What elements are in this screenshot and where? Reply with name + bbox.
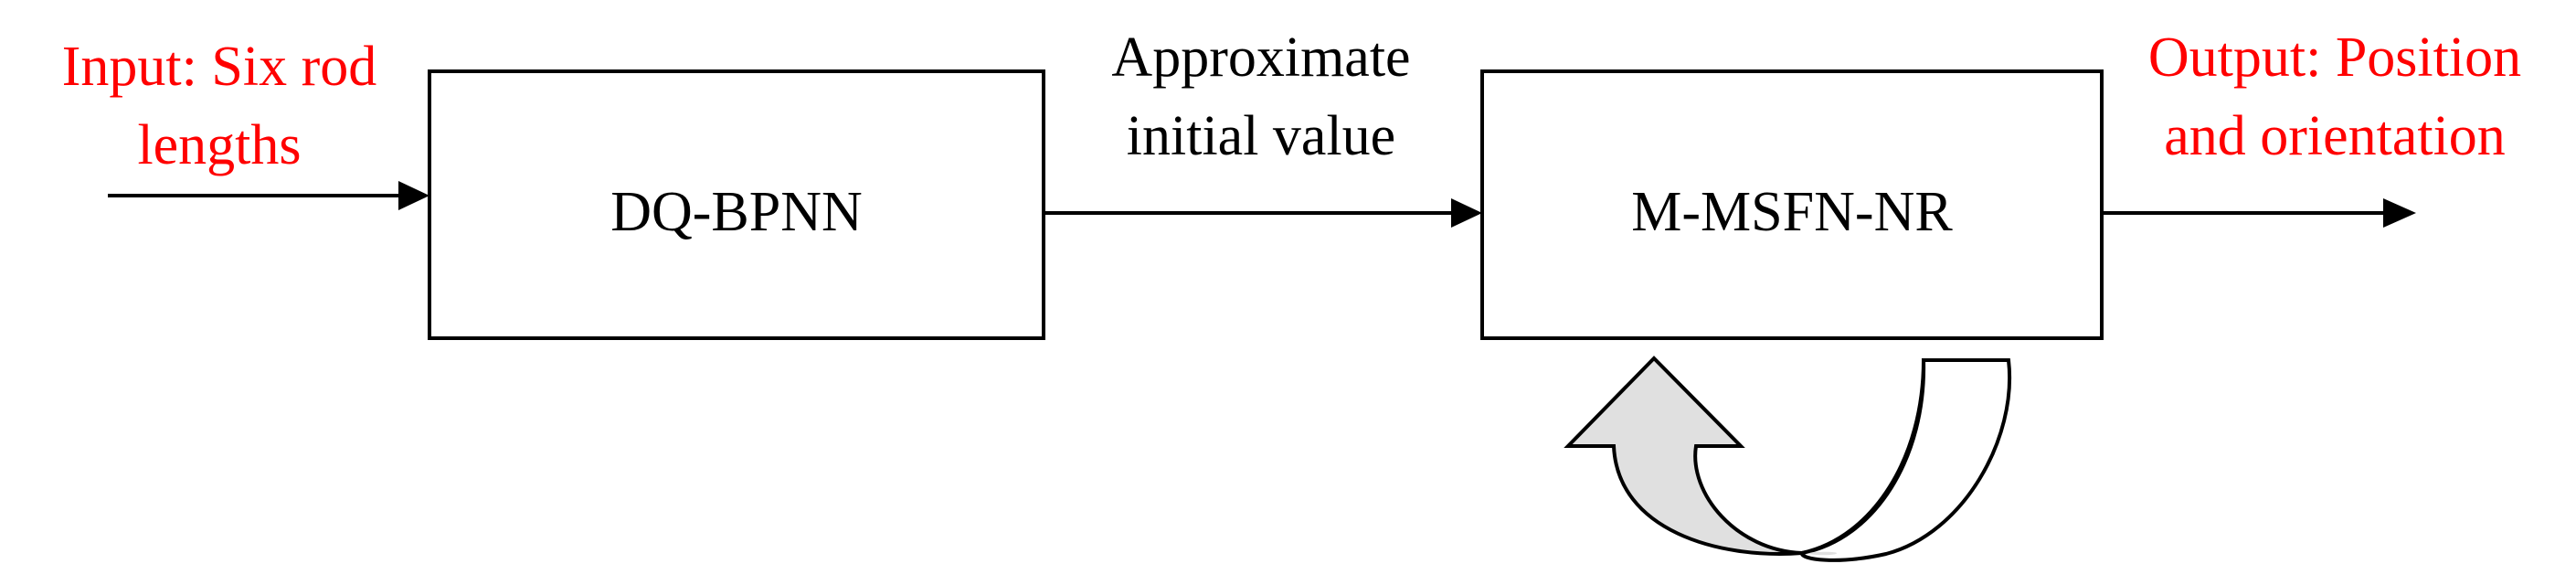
input-label: Input: Six rod lengths [26,27,413,185]
intermediate-label: Approximate initial value [1060,18,1462,176]
output-arrow [2102,198,2416,228]
dq-bpnn-box [428,69,1045,340]
input-label-line1: Input: Six rod [61,36,377,98]
intermediate-arrow [1044,198,1482,228]
output-label-line1: Output: Position [2147,27,2522,89]
m-msfn-nr-box [1480,69,2104,340]
circular-feedback-arrow-icon [1564,356,2012,562]
intermediate-label-line1: Approximate [1111,27,1411,89]
intermediate-label-line2: initial value [1126,105,1396,167]
output-label: Output: Position and orientation [2102,18,2568,176]
dq-bpnn-label: DQ-BPNN [610,181,863,243]
input-label-line2: lengths [137,114,302,176]
output-label-line2: and orientation [2164,105,2506,167]
input-arrow [108,181,429,210]
m-msfn-nr-label: M-MSFN-NR [1631,181,1953,243]
